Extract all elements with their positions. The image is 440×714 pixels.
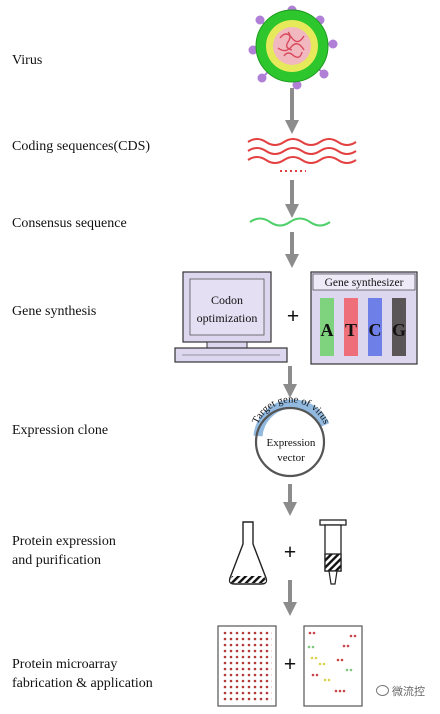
flow-arrow-3	[285, 232, 299, 268]
computer-icon: Codon optimization	[174, 271, 288, 363]
microarray-slide-icon	[217, 625, 277, 707]
flow-arrow-1	[285, 88, 299, 134]
flow-arrow-5	[283, 484, 297, 516]
step-label-protein-expression: Protein expression and purification	[12, 534, 116, 568]
target-gene-arc-label: Target gene of virus	[251, 394, 332, 425]
base-tube-t	[344, 298, 358, 356]
plus-operator-3: +	[284, 651, 297, 676]
flow-arrow-6	[283, 580, 297, 616]
synthesizer-title: Gene synthesizer	[325, 277, 404, 289]
base-letter-t: T	[345, 320, 357, 340]
step-label-consensus: Consensus sequence	[12, 216, 127, 231]
base-tube-c	[368, 298, 382, 356]
base-tube-g	[392, 298, 406, 356]
microarray-result-icon	[303, 625, 363, 707]
purification-column-icon	[319, 519, 347, 585]
flask-icon	[228, 521, 268, 585]
plus-operator-2: +	[284, 539, 297, 564]
computer-text-line2: optimization	[197, 311, 258, 325]
base-tube-a	[320, 298, 334, 356]
step-label-virus: Virus	[12, 53, 43, 68]
step-label-gene-synthesis: Gene synthesis	[12, 304, 97, 319]
base-letter-g: G	[392, 320, 406, 340]
watermark-label: 微流控	[376, 683, 425, 699]
step-label-cds: Coding sequences(CDS)	[12, 139, 151, 154]
base-letter-c: C	[369, 320, 382, 340]
vector-text-line2: vector	[277, 452, 305, 464]
watermark-text: 微流控	[392, 685, 425, 698]
computer-text-line1: Codon	[211, 293, 243, 307]
step-label-protein-microarray: Protein microarray fabrication & applica…	[12, 657, 153, 691]
plus-operator-1: +	[287, 303, 300, 328]
virus-icon	[248, 5, 338, 90]
cds-waves-icon	[247, 138, 357, 172]
vector-text-line1: Expression	[267, 437, 316, 449]
expression-clone-icon: Target gene of virus Expression vector	[251, 394, 332, 478]
flow-arrow-4	[283, 366, 297, 398]
consensus-wave-icon	[249, 217, 331, 227]
flow-arrow-2	[285, 180, 299, 218]
step-label-expression-clone: Expression clone	[12, 423, 109, 438]
wechat-icon	[376, 685, 389, 696]
base-letter-a: A	[321, 320, 334, 340]
